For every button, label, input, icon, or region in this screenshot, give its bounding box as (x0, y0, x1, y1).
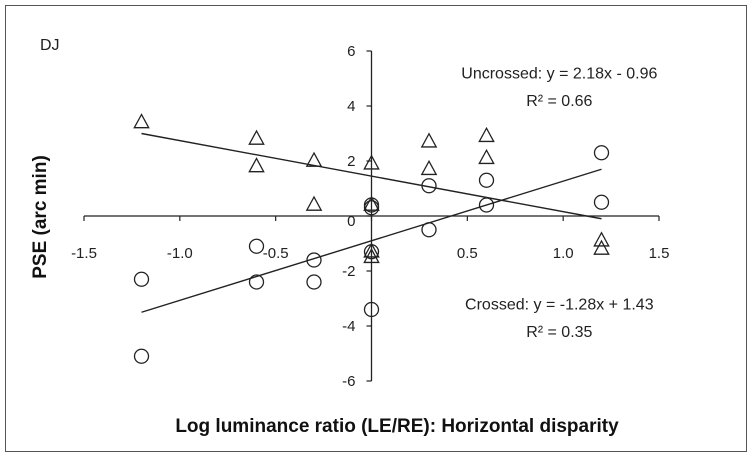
circle-point (593, 194, 610, 210)
triangle-point (305, 195, 323, 211)
fit-lines (141, 132, 602, 313)
triangle-point (133, 113, 150, 129)
circle-point (593, 145, 610, 161)
x-tick-label: -0.5 (263, 245, 289, 262)
y-tick-label: -6 (342, 373, 355, 390)
panel-label: DJ (40, 37, 60, 54)
triangle-point (593, 231, 610, 247)
fit-annotation: Crossed: y = -1.28x + 1.43 (465, 297, 654, 314)
circle-point (478, 197, 495, 213)
x-tick-label: 1.5 (649, 245, 670, 262)
fit-line-triangle (141, 132, 602, 220)
circle-point (421, 222, 437, 238)
triangle-point (305, 151, 323, 167)
x-tick-label: 1.0 (553, 245, 574, 262)
triangle-point (420, 132, 438, 148)
y-tick-label: 4 (347, 98, 355, 115)
triangle-point (363, 247, 380, 264)
circle-point (421, 178, 437, 194)
y-tick-label: -4 (342, 318, 355, 335)
chart-frame (5, 5, 747, 452)
annotations: Uncrossed: y = 2.18x - 0.96 R² = 0.66Cros… (461, 66, 657, 342)
triangle-point (593, 239, 610, 255)
fit-annotation: Uncrossed: y = 2.18x - 0.96 (461, 66, 657, 83)
y-tick-label: 0 (347, 213, 355, 230)
x-tick-label: -1.5 (71, 245, 97, 262)
y-tick-label: 2 (347, 153, 355, 170)
circle-point (306, 274, 322, 290)
triangle-point (420, 159, 438, 176)
circle-point (363, 200, 380, 216)
fit-annotation: R² = 0.35 (526, 324, 592, 341)
circle-point (248, 274, 265, 290)
data-points (133, 113, 610, 364)
x-tick-label: 0.5 (457, 245, 478, 262)
circle-point (248, 238, 265, 254)
circle-point (363, 301, 380, 318)
triangle-point (248, 157, 265, 173)
circle-point (133, 348, 150, 364)
circle-point (363, 244, 380, 260)
y-axis-label: PSE (arc min) (30, 155, 51, 279)
triangle-point (478, 148, 495, 165)
circle-point (133, 271, 150, 287)
y-tick-label: -2 (342, 263, 355, 280)
triangle-point (478, 126, 495, 143)
axes: -1.5 -1.0 -0.5 0.5 1.0 1.5 -6 -4 -2 0 2 4 6 (71, 43, 669, 390)
triangle-point (363, 242, 380, 258)
fit-line-circle (141, 168, 602, 313)
fit-annotation: R² = 0.66 (526, 93, 592, 110)
x-tick-label: -1.0 (167, 245, 193, 262)
circle-point (306, 252, 322, 268)
triangle-point (248, 129, 265, 145)
y-tick-label: 6 (347, 43, 355, 60)
triangle-point (363, 154, 380, 170)
triangle-point (363, 195, 380, 211)
x-axis-label: Log luminance ratio (LE/RE): Horizontal … (175, 416, 619, 437)
circle-point (478, 172, 495, 188)
